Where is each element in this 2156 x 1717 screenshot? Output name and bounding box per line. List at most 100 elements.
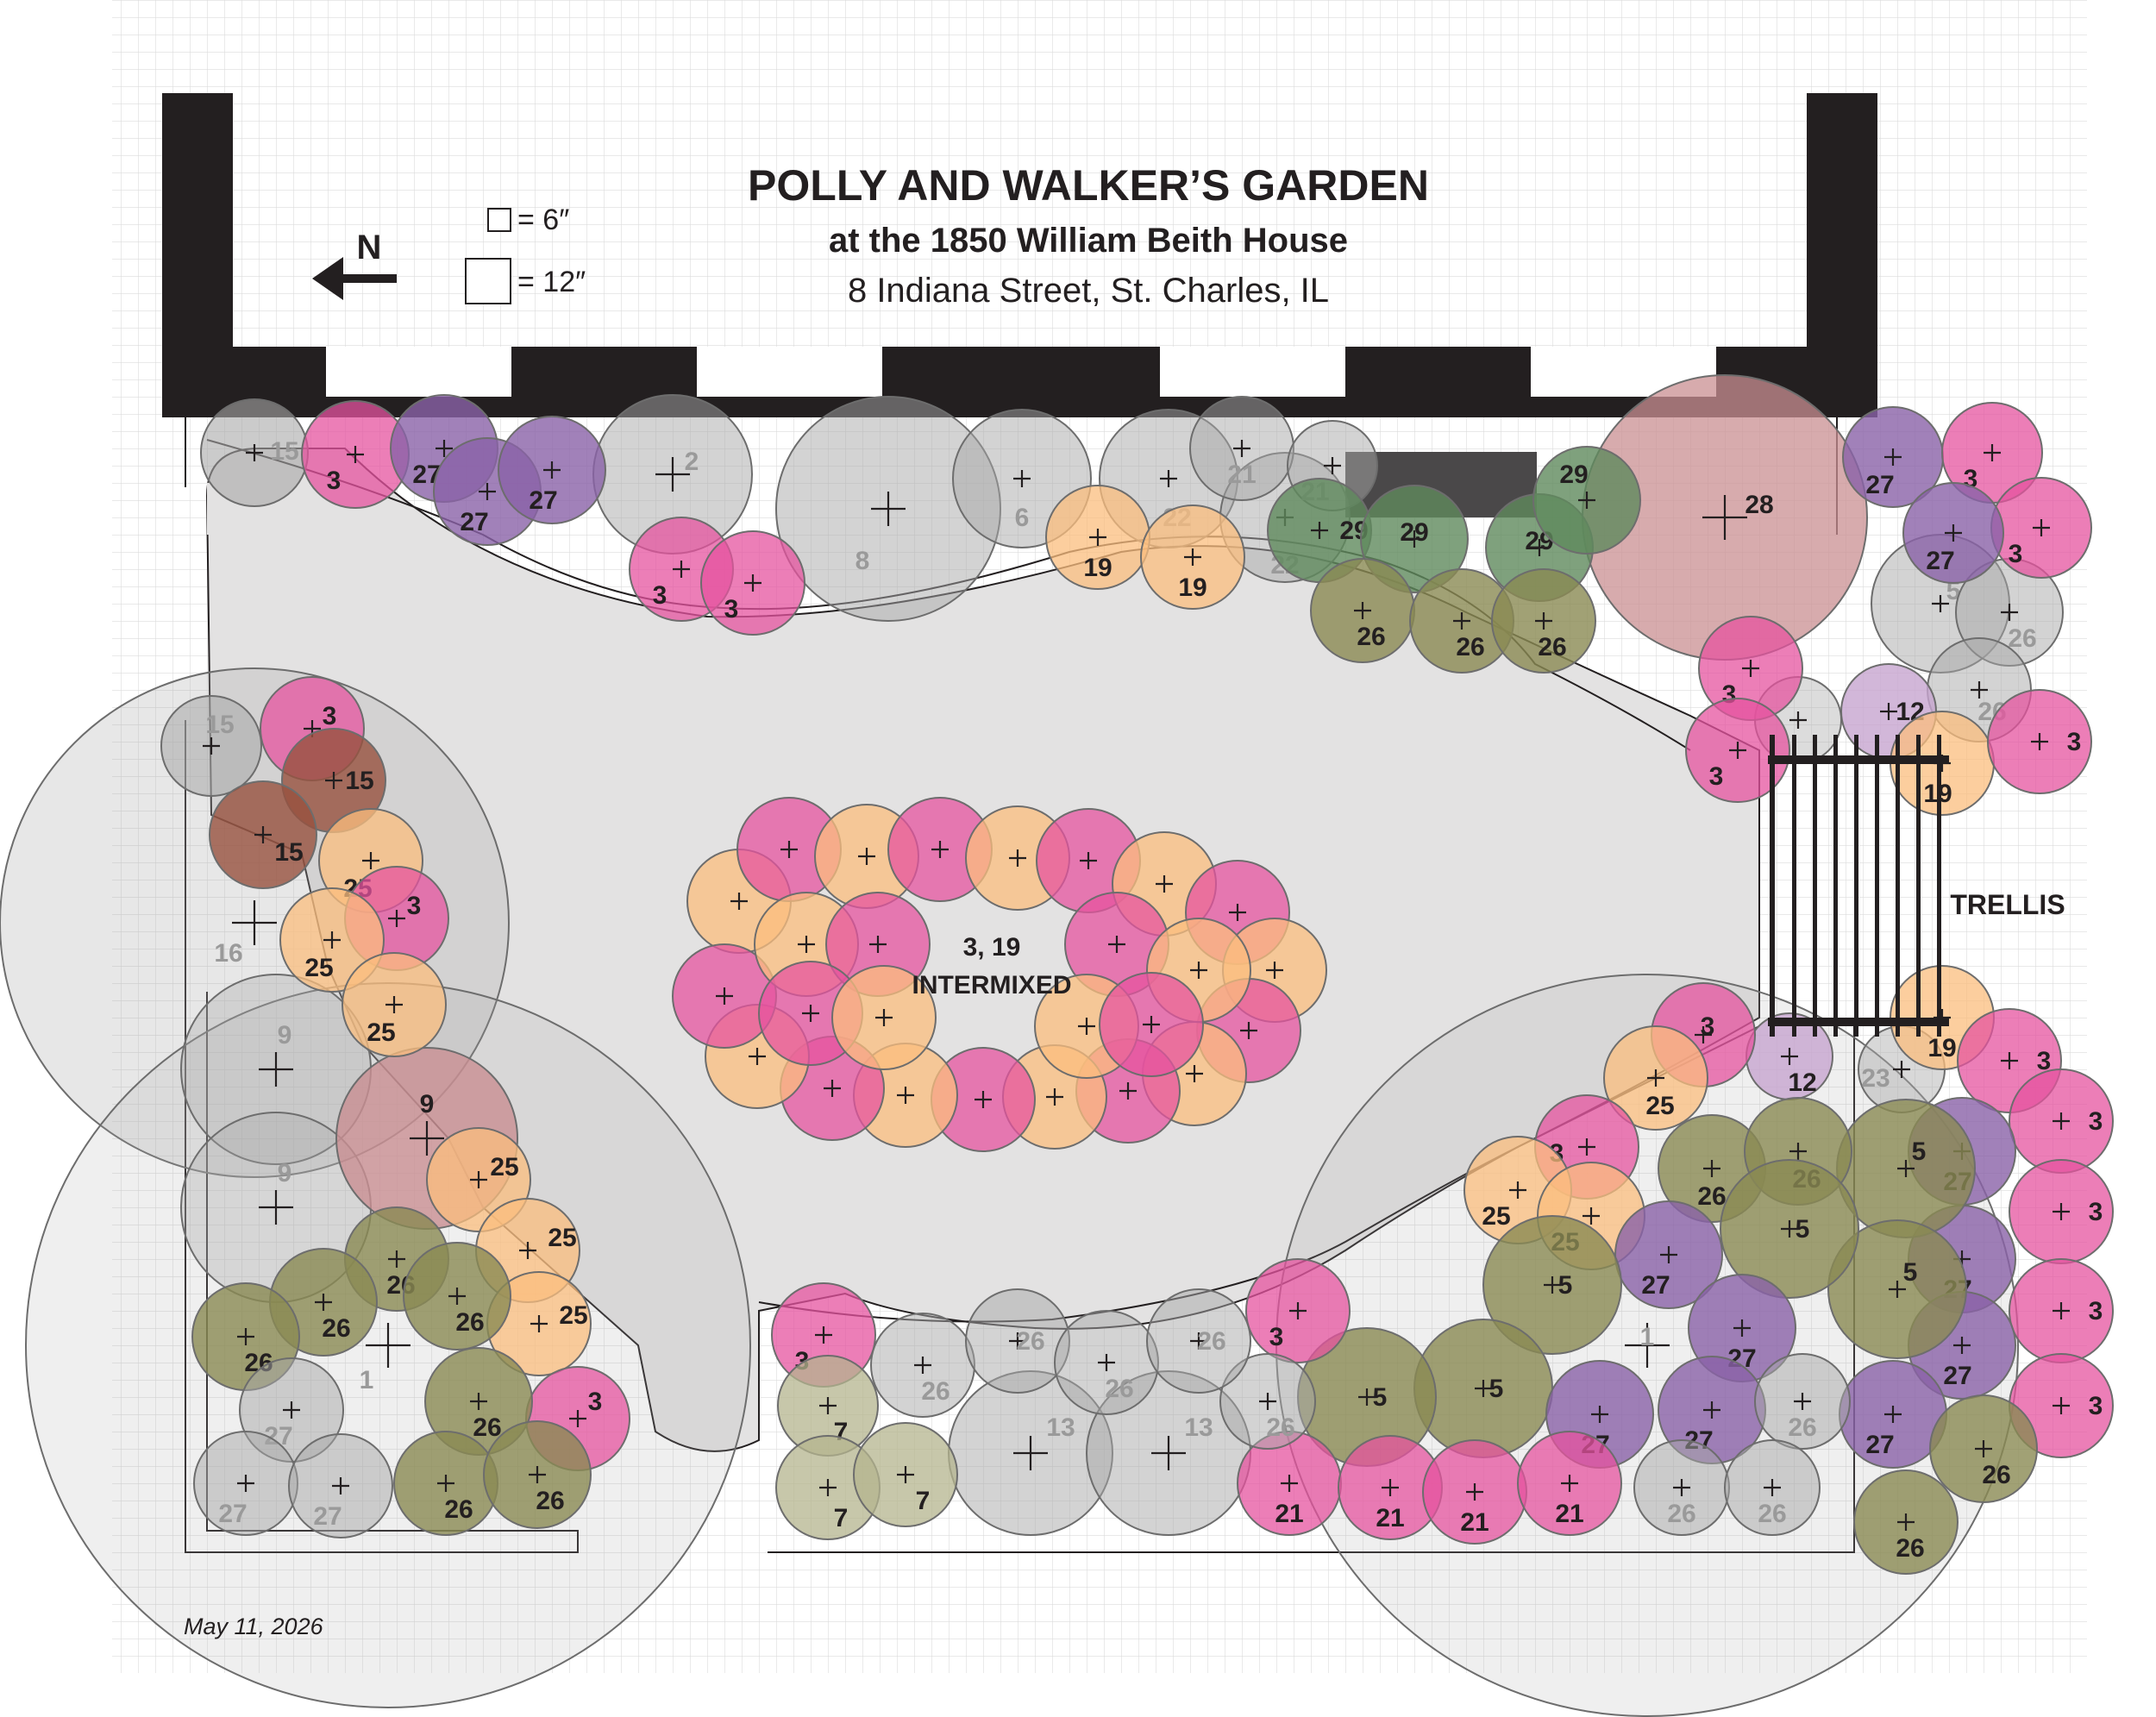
plant-center-mark xyxy=(1013,1436,1048,1470)
plant-center-mark xyxy=(519,1242,536,1259)
plant-center-mark xyxy=(448,1288,466,1305)
north-label: N xyxy=(357,229,382,266)
plant-number: 21 xyxy=(1376,1504,1404,1532)
plant-center-mark xyxy=(259,1190,293,1225)
plant-center-mark xyxy=(875,1009,893,1026)
plant-27-37: 27 xyxy=(1842,406,1944,508)
plant-center-mark xyxy=(858,848,875,865)
plant-center-mark xyxy=(1544,1276,1561,1294)
plant-center-mark xyxy=(1190,1332,1207,1350)
scale-large-square xyxy=(465,258,511,304)
plant-2-8: 2 xyxy=(592,394,753,555)
plant-number: 27 xyxy=(460,508,488,536)
plant-26-34: 26 xyxy=(1310,558,1415,663)
plant-center-mark xyxy=(1673,1479,1690,1496)
plant-3-45: 3 xyxy=(1987,689,2092,794)
plant-21-12: 21 xyxy=(1189,396,1294,501)
plant-15-96: 15 xyxy=(209,780,317,889)
plant-number: 26 xyxy=(1357,623,1385,651)
plant-number: 3 xyxy=(1701,1012,1715,1041)
plant-number: 26 xyxy=(1982,1461,2010,1489)
plant-number: 19 xyxy=(1083,554,1112,582)
plant-number: 19 xyxy=(1927,1034,1956,1062)
plant-number: 26 xyxy=(1667,1500,1695,1528)
plant-3-42: 3 xyxy=(1685,698,1790,803)
plant-29-30: 29 xyxy=(1267,478,1372,583)
plant-number: 5 xyxy=(1912,1137,1927,1166)
plant-15-93: 15 xyxy=(160,695,262,797)
plant-center-mark xyxy=(479,483,496,500)
plant-25-100: 25 xyxy=(342,952,447,1057)
plant-center-mark xyxy=(1764,1479,1781,1496)
plant-number: 26 xyxy=(921,1377,950,1406)
plant-number: 27 xyxy=(1943,1362,1971,1390)
plant-center-mark xyxy=(470,1171,487,1188)
plant-center-mark xyxy=(530,1315,548,1332)
plant-center-mark xyxy=(1583,1207,1600,1225)
plant-center-mark xyxy=(470,1393,487,1410)
plant-center-mark xyxy=(716,987,733,1005)
plant-center-mark xyxy=(1156,875,1173,893)
plant-number: 16 xyxy=(214,939,242,968)
plant-3-52: 3 xyxy=(2009,1258,2114,1363)
plant-number: 13 xyxy=(1184,1413,1213,1442)
plant-number: 26 xyxy=(536,1487,564,1515)
plant-center-mark xyxy=(1897,1160,1915,1177)
plant-15-21: 15 xyxy=(200,398,309,507)
plant-center-mark xyxy=(1535,612,1552,630)
plant-center-mark xyxy=(798,936,815,953)
plant-center-mark xyxy=(1781,1220,1798,1238)
north-arrow-icon xyxy=(312,257,397,300)
plant-center-mark xyxy=(931,841,949,858)
plant-center-mark xyxy=(1046,1088,1063,1106)
plant-center-mark xyxy=(897,1466,914,1483)
plant-12-47: 12 xyxy=(1745,1012,1833,1100)
plant-7-91: 7 xyxy=(775,1435,881,1540)
plant-center-mark xyxy=(569,1410,586,1427)
plant-number: 26 xyxy=(1538,633,1566,661)
plant-center-mark xyxy=(1108,936,1125,953)
plant-number: 27 xyxy=(1641,1271,1670,1300)
plant-center-mark xyxy=(1509,1181,1526,1199)
plant-5-69: 5 xyxy=(1720,1159,1859,1299)
plant-26-113: 26 xyxy=(393,1431,498,1536)
plant-center-mark xyxy=(819,1397,837,1414)
plant-26-88: 26 xyxy=(1054,1310,1159,1415)
plant-center-mark xyxy=(1160,470,1177,487)
plant-center-mark xyxy=(1229,904,1246,921)
plant-number: 15 xyxy=(274,838,303,867)
plant-21-79: 21 xyxy=(1237,1431,1342,1536)
plant-center-mark xyxy=(1703,1160,1720,1177)
trellis-label: TRELLIS xyxy=(1950,889,2065,920)
house-wall xyxy=(162,93,1877,517)
plant-center-mark xyxy=(323,931,341,949)
plant-center-mark xyxy=(1880,703,1897,720)
plant-center-mark xyxy=(1466,1483,1483,1501)
center-bed-label-line1: 3, 19 xyxy=(963,933,1021,962)
plant-center-mark xyxy=(1143,1016,1160,1033)
plant-26-78: 26 xyxy=(1724,1439,1821,1536)
plant-center-mark xyxy=(1695,1026,1712,1043)
plant-number: 27 xyxy=(529,486,557,515)
plant-number: 15 xyxy=(345,767,373,795)
plant-center-mark xyxy=(824,1080,841,1097)
plant-center-mark xyxy=(1703,1401,1720,1419)
plant-center-mark xyxy=(1702,495,1747,540)
plant-center-mark xyxy=(780,841,798,858)
plant-center-mark xyxy=(1259,1393,1276,1410)
plant-center-mark xyxy=(1591,1406,1608,1423)
plant-center-mark xyxy=(1382,1479,1399,1496)
plant-number: 25 xyxy=(490,1153,518,1181)
plant-center-mark xyxy=(1889,1281,1906,1298)
plant-19-28: 19 xyxy=(1045,485,1150,590)
plant-mix-136 xyxy=(831,965,937,1070)
plant-center-mark xyxy=(437,1475,454,1492)
plant-center-mark xyxy=(1240,1022,1257,1039)
plant-number: 26 xyxy=(322,1314,350,1343)
plant-center-mark xyxy=(2053,1203,2070,1220)
plant-number: 26 xyxy=(1788,1413,1816,1442)
plant-number: 26 xyxy=(2008,624,2036,653)
plant-center-mark xyxy=(254,826,272,843)
plant-number: 3 xyxy=(2089,1297,2103,1325)
plant-center-mark xyxy=(914,1357,931,1374)
